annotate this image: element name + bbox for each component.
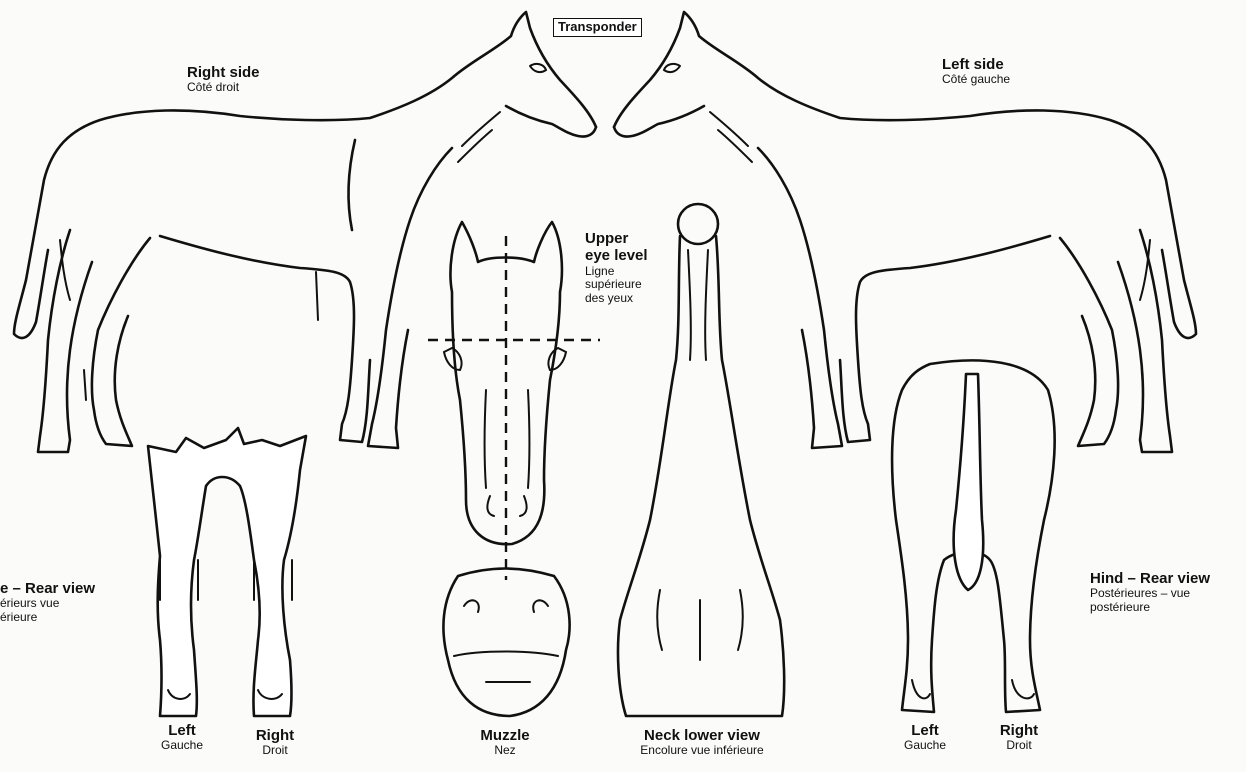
fore-left-label: Left Gauche — [160, 722, 204, 753]
muzzle-fr: Nez — [470, 744, 540, 758]
eye-level-line1: Upper — [585, 230, 648, 247]
eye-level-fr1: Ligne — [585, 265, 648, 279]
hind-left-fr: Gauche — [898, 739, 952, 753]
fore-rear-view-label: e – Rear view érieurs vue érieure — [0, 580, 95, 625]
muzzle-outline — [443, 569, 569, 717]
hind-right-label: Right Droit — [994, 722, 1044, 753]
fore-left-en: Left — [160, 722, 204, 739]
fore-right-fr: Droit — [250, 744, 300, 758]
fore-rear-fr1: érieurs vue — [0, 597, 95, 611]
muzzle-en: Muzzle — [470, 727, 540, 744]
hind-right-en: Right — [994, 722, 1044, 739]
head-front-outline — [428, 222, 600, 580]
neck-fr: Encolure vue inférieure — [612, 744, 792, 758]
fore-right-en: Right — [250, 727, 300, 744]
hind-right-fr: Droit — [994, 739, 1044, 753]
eye-level-fr2: supérieure — [585, 278, 648, 292]
muzzle-label: Muzzle Nez — [470, 727, 540, 758]
hind-rear-fr1: Postérieures – vue — [1090, 587, 1210, 601]
left-side-label: Left side Côté gauche — [942, 56, 1010, 87]
hind-rear-view-label: Hind – Rear view Postérieures – vue post… — [1090, 570, 1210, 615]
left-side-title: Left side — [942, 56, 1010, 73]
fore-left-fr: Gauche — [160, 739, 204, 753]
eye-level-line2: eye level — [585, 247, 648, 264]
fore-rear-legs-outline — [148, 428, 306, 716]
hind-left-label: Left Gauche — [898, 722, 952, 753]
hind-rear-fr2: postérieure — [1090, 601, 1210, 615]
right-side-horse-outline — [14, 12, 596, 452]
neck-en: Neck lower view — [612, 727, 792, 744]
transponder-label: Transponder — [553, 18, 642, 37]
fore-right-label: Right Droit — [250, 727, 300, 758]
hind-rear-outline — [892, 360, 1055, 712]
eye-level-fr3: des yeux — [585, 292, 648, 306]
right-side-subtitle: Côté droit — [187, 81, 260, 95]
right-side-title: Right side — [187, 64, 260, 81]
left-side-subtitle: Côté gauche — [942, 73, 1010, 87]
fore-rear-title: e – Rear view — [0, 580, 95, 597]
neck-lower-view-label: Neck lower view Encolure vue inférieure — [612, 727, 792, 758]
hind-rear-title: Hind – Rear view — [1090, 570, 1210, 587]
right-side-label: Right side Côté droit — [187, 64, 260, 95]
fore-rear-fr2: érieure — [0, 611, 95, 625]
hind-left-en: Left — [898, 722, 952, 739]
eye-level-label: Upper eye level Ligne supérieure des yeu… — [585, 230, 648, 306]
